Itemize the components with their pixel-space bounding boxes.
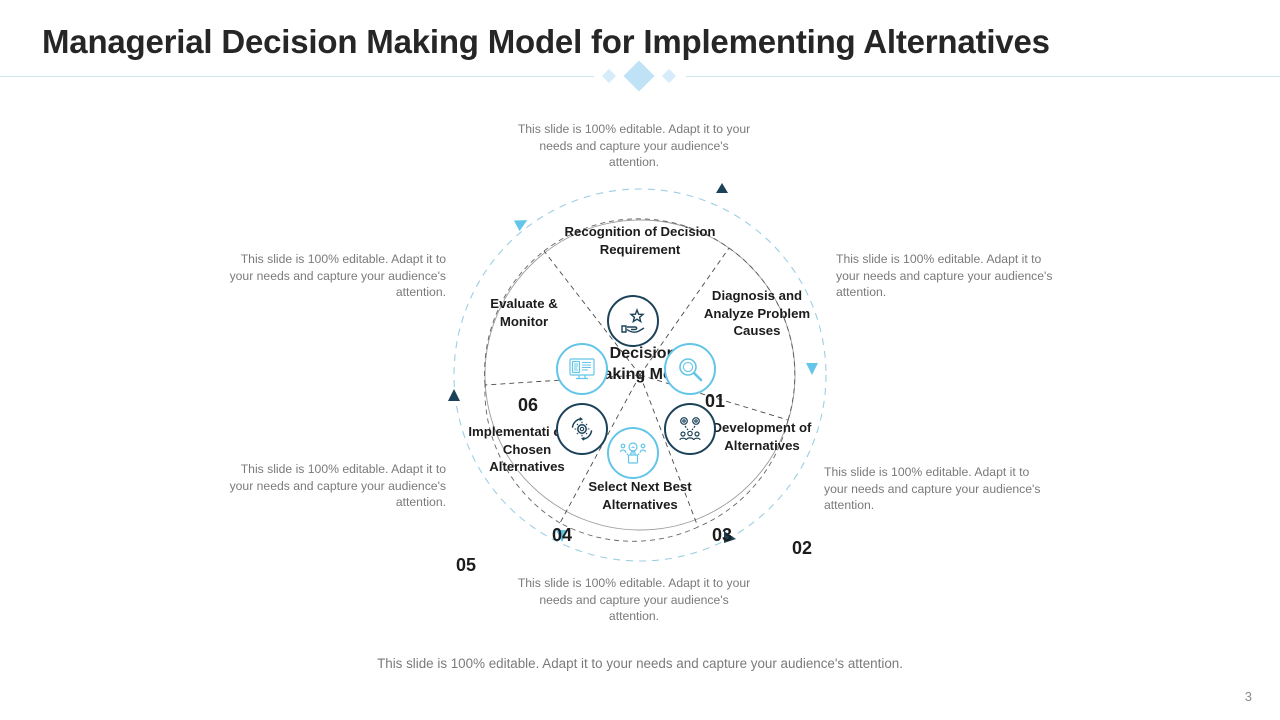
header-divider-right [686,76,1280,77]
segment-number-05: 05 [456,555,477,575]
note-right-lower: This slide is 100% editable. Adapt it to… [824,465,1041,512]
gear-refresh-icon[interactable] [556,403,608,455]
segment-label-01: Recognition of Decision Requirement [564,224,716,257]
note-bottom: This slide is 100% editable. Adapt it to… [517,576,751,623]
decision-making-model-diagram: Recognition of Decision Requirement Diag… [440,175,840,575]
footer-note: This slide is 100% editable. Adapt it to… [377,656,903,671]
header-divider-left [0,76,594,77]
segment-number-06: 06 [518,395,539,415]
segment-label-06: Evaluate & Monitor [490,296,558,329]
monitor-document-icon[interactable] [556,343,608,395]
note-top: This slide is 100% editable. Adapt it to… [517,122,751,169]
outer-dashed-circle [453,188,827,562]
note-right-upper: This slide is 100% editable. Adapt it to… [836,252,1053,299]
magnifier-icon[interactable] [664,343,716,395]
segment-label-02: Diagnosis and Analyze Problem Causes [703,288,811,338]
segment-arcs [484,218,796,542]
arrow-03-icon [724,531,736,543]
page-title-bar: Managerial Decision Making Model for Imp… [42,18,1238,66]
segment-number-02: 02 [792,538,813,558]
segment-label-04: Select Next Best Alternatives [588,479,692,512]
arrow-05-icon [448,389,460,401]
segment-number-01: 01 [705,391,726,411]
diamond-accent-left-icon [601,68,617,84]
segment-label-03: Development of Alternatives [712,420,812,453]
slide-header: Managerial Decision Making Model for Imp… [0,0,1280,92]
arrow-06-icon [513,220,528,232]
note-left-lower: This slide is 100% editable. Adapt it to… [229,462,446,509]
arrow-04-icon [556,530,568,542]
people-idea-icon[interactable] [607,427,659,479]
segment-number-04: 04 [552,525,573,545]
hand-star-icon[interactable] [607,295,659,347]
page-title: Managerial Decision Making Model for Imp… [42,23,1050,60]
segment-dividers [484,247,789,528]
arrow-01-icon [716,183,728,193]
diagram-vectors [448,183,827,562]
diamond-accent-right-icon [661,68,677,84]
note-left-upper: This slide is 100% editable. Adapt it to… [229,252,446,299]
arrow-02-icon [806,363,818,375]
page-number: 3 [1244,689,1252,704]
segment-number-03: 03 [712,525,733,545]
gears-people-icon[interactable] [664,403,716,455]
